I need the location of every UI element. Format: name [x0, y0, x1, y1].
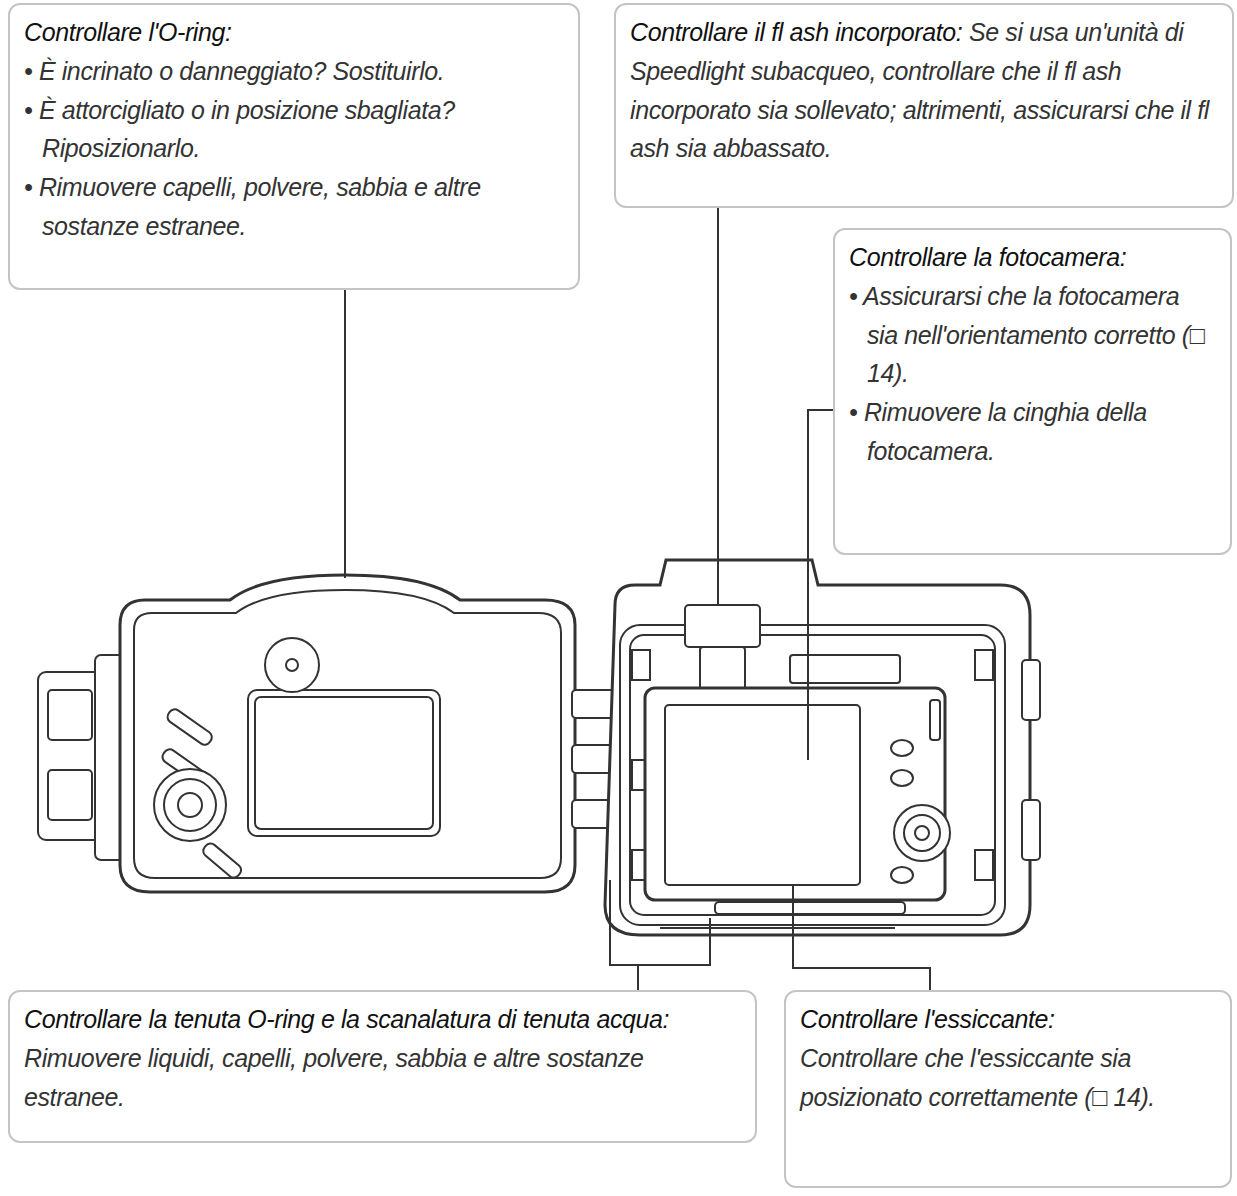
- camera-body: [645, 688, 945, 900]
- bullet-item: • È incrinato o danneggiato? Sostituirlo…: [24, 52, 564, 91]
- knob: [265, 638, 319, 692]
- lcd-window-inner: [255, 697, 433, 829]
- bullet-item: • Rimuovere capelli, polvere, sabbia e a…: [24, 168, 564, 246]
- camera-button: [891, 867, 913, 883]
- callout-box: Controllare l'O-ring:• È incrinato o dan…: [8, 3, 580, 290]
- cavity-inner: [630, 635, 995, 915]
- flash-arm: [700, 647, 745, 690]
- leader-line: [808, 410, 833, 760]
- back-door: [38, 575, 575, 892]
- lever: [201, 841, 244, 880]
- clip: [975, 650, 993, 680]
- door-outline: [120, 575, 575, 892]
- lever: [165, 707, 214, 747]
- callout-body: Controllare che l'essiccante sia posizio…: [800, 1039, 1216, 1117]
- dial-ring: [164, 779, 216, 831]
- bullet-item: • È attorcigliato o in posizione sbaglia…: [24, 91, 564, 169]
- hinge: [572, 690, 616, 718]
- callout-box: Controllare il fl ash incorporato: Se si…: [614, 3, 1234, 208]
- clip: [975, 850, 993, 880]
- camera-button: [891, 740, 913, 756]
- dial-center: [178, 793, 202, 817]
- leader-line: [637, 965, 639, 992]
- camera-button: [891, 770, 913, 786]
- housing-outline: [605, 560, 1030, 935]
- lever-bar: [165, 707, 214, 747]
- latch-detail: [48, 690, 92, 740]
- callout-body: Rimuovere liquidi, capelli, polvere, sab…: [24, 1044, 643, 1111]
- callout-heading: Controllare l'essiccante:: [800, 1000, 1216, 1039]
- latch: [38, 672, 102, 840]
- camera-dial-center: [915, 826, 929, 840]
- bullet-item: • Assicurarsi che la fotocamera sia nell…: [849, 277, 1216, 393]
- side-clamp: [1022, 660, 1040, 720]
- bullet-item: • Rimuovere la cinghia della fotocamera.: [849, 393, 1216, 471]
- knob-center: [286, 659, 298, 671]
- callout-heading: Controllare il fl ash incorporato:: [630, 18, 962, 46]
- latch-detail: [48, 770, 92, 820]
- cavity: [620, 625, 1005, 925]
- door-inner: [134, 590, 561, 878]
- camera-dial-ring: [904, 815, 940, 851]
- leader-line: [793, 885, 930, 992]
- top-control: [790, 655, 900, 683]
- callout-box: Controllare la fotocamera:• Assicurarsi …: [833, 228, 1232, 555]
- flash-head: [685, 605, 760, 647]
- clip: [632, 650, 650, 680]
- desiccant: [715, 902, 905, 914]
- callout-heading: Controllare la fotocamera:: [849, 238, 1216, 277]
- housing-body: [605, 560, 1040, 935]
- camera-switch: [930, 700, 940, 740]
- leader-bracket: [610, 880, 710, 965]
- camera-screen: [665, 705, 860, 885]
- callout-box: Controllare l'essiccante:Controllare che…: [784, 990, 1232, 1188]
- callout-heading: Controllare la tenuta O-ring e la scanal…: [24, 1005, 669, 1033]
- lcd-window: [248, 690, 440, 836]
- side-clamp: [1022, 800, 1040, 860]
- leader-line: [344, 290, 346, 578]
- callout-heading: Controllare l'O-ring:: [24, 13, 564, 52]
- camera-dial: [894, 805, 950, 861]
- seal-groove: [660, 927, 895, 929]
- dial: [154, 769, 226, 841]
- callout-box: Controllare la tenuta O-ring e la scanal…: [8, 990, 757, 1143]
- lever-bar: [201, 841, 244, 880]
- leader-line: [717, 208, 719, 605]
